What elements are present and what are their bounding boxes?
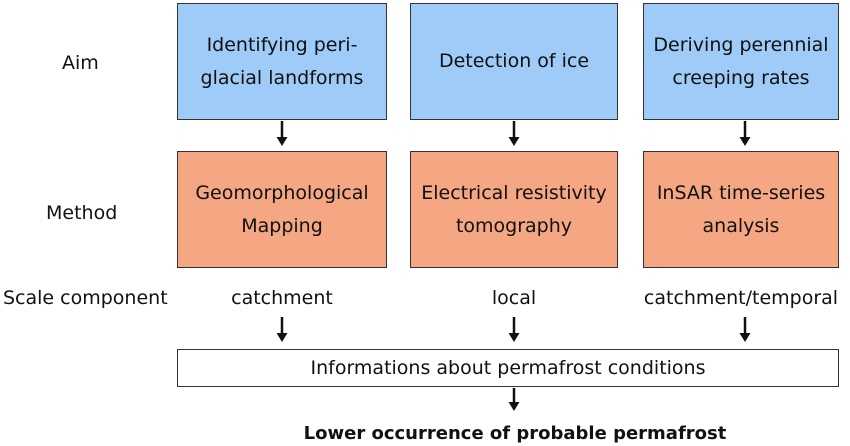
method-text-line-1: Geomorphological [195,181,369,204]
method-box-resistivity: Electrical resistivity tomography [410,151,618,268]
aim-box-creeping-rates: Deriving perennial creeping rates [643,3,839,120]
method-box-insar: InSAR time-series analysis [643,151,839,268]
method-box-mapping: Geomorphological Mapping [177,151,387,268]
scale-catchment: catchment [231,287,333,309]
arrow-scale-to-info-2 [508,317,520,342]
arrow-scale-to-info-3 [739,317,751,342]
row-label-scale: Scale component [3,287,168,309]
method-text-line-1: InSAR time-series [656,181,826,204]
method-text-line-2: Mapping [241,214,323,237]
scale-catchment-temporal: catchment/temporal [643,287,839,309]
aim-box-geomorphology: Identifying peri- glacial landforms [177,3,387,120]
aim-text-line-2: creeping rates [672,66,810,89]
aim-text-line-2: glacial landforms [200,66,364,89]
info-box: Informations about permafrost conditions [177,349,839,387]
row-label-method: Method [46,202,118,224]
conclusion-text: Lower occurrence of probable permafrost [303,423,727,444]
scale-local: local [491,287,537,309]
aim-box-ice-detection: Detection of ice [410,3,618,120]
arrow-aim-to-method-2 [508,121,520,146]
method-text-line-2: analysis [702,214,780,237]
arrow-scale-to-info-1 [276,317,288,342]
method-text-line-2: tomography [455,214,573,237]
aim-text-line-1: Detection of ice [438,50,590,72]
arrow-info-to-conclusion [508,388,520,411]
aim-text-line-1: Identifying peri- [206,33,358,56]
method-text-line-1: Electrical resistivity [421,181,607,204]
row-label-aim: Aim [62,52,99,74]
arrow-aim-to-method-3 [739,121,751,146]
info-text: Informations about permafrost conditions [310,357,706,379]
aim-text-line-1: Deriving perennial [653,33,829,56]
arrow-aim-to-method-1 [276,121,288,146]
